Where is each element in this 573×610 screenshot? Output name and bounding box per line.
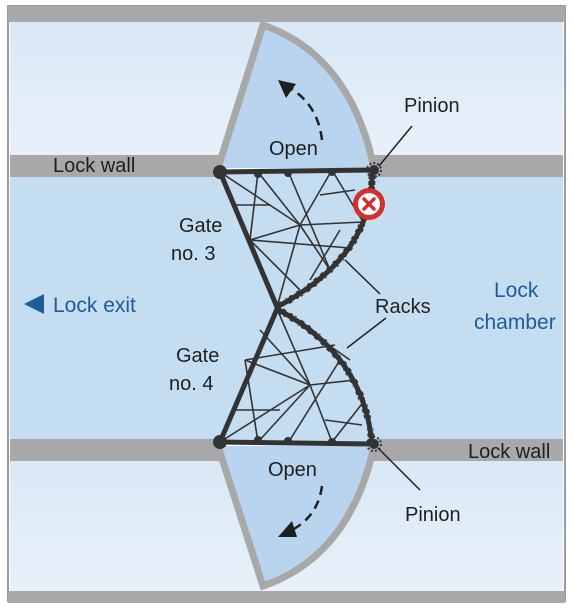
- lock-chamber-label-line1: Lock: [494, 279, 539, 302]
- lock-wall-top-left: [10, 155, 220, 177]
- gate-3-label-line1: Gate: [179, 215, 222, 237]
- open-arrow-top: [278, 80, 324, 141]
- lock-wall-bottom-left: [10, 439, 220, 461]
- upper-gate-recess: [218, 25, 374, 168]
- top-edge: [8, 6, 565, 22]
- pinion-bottom-gear: [366, 436, 382, 452]
- x-circle-icon: [353, 188, 385, 220]
- open-top-label: Open: [269, 138, 318, 160]
- racks-label: Racks: [375, 296, 431, 318]
- bottom-edge: [8, 591, 565, 603]
- gate-3-hinge: [213, 165, 227, 179]
- open-bottom-label: Open: [268, 459, 317, 481]
- pinion-top-gear: [366, 162, 382, 178]
- lock-wall-top-right: [372, 155, 563, 177]
- pinion-top-label: Pinion: [404, 95, 460, 117]
- lower-gate-recess: [218, 446, 374, 586]
- lock-wall-bottom-label: Lock wall: [468, 441, 550, 463]
- open-arrow-bottom: [278, 485, 324, 537]
- gate-4-label-line2: no. 4: [169, 373, 213, 395]
- lock-wall-top-label: Lock wall: [53, 155, 135, 177]
- gate-4-label-line1: Gate: [176, 345, 219, 367]
- pinion-bottom-label: Pinion: [405, 504, 461, 526]
- left-triangle-icon: [24, 294, 44, 314]
- lower-recess-outline: [214, 444, 378, 591]
- leader-lines: [344, 125, 421, 491]
- lock-chamber-label-line2: chamber: [474, 311, 556, 334]
- lock-exit-label: Lock exit: [53, 294, 136, 317]
- gate-4-hinge: [213, 435, 227, 449]
- gate-no-4: [217, 305, 376, 447]
- gate-3-label-line2: no. 3: [171, 243, 215, 265]
- upper-recess-outline: [214, 20, 378, 170]
- lock-wall-bottom-right: [372, 439, 563, 461]
